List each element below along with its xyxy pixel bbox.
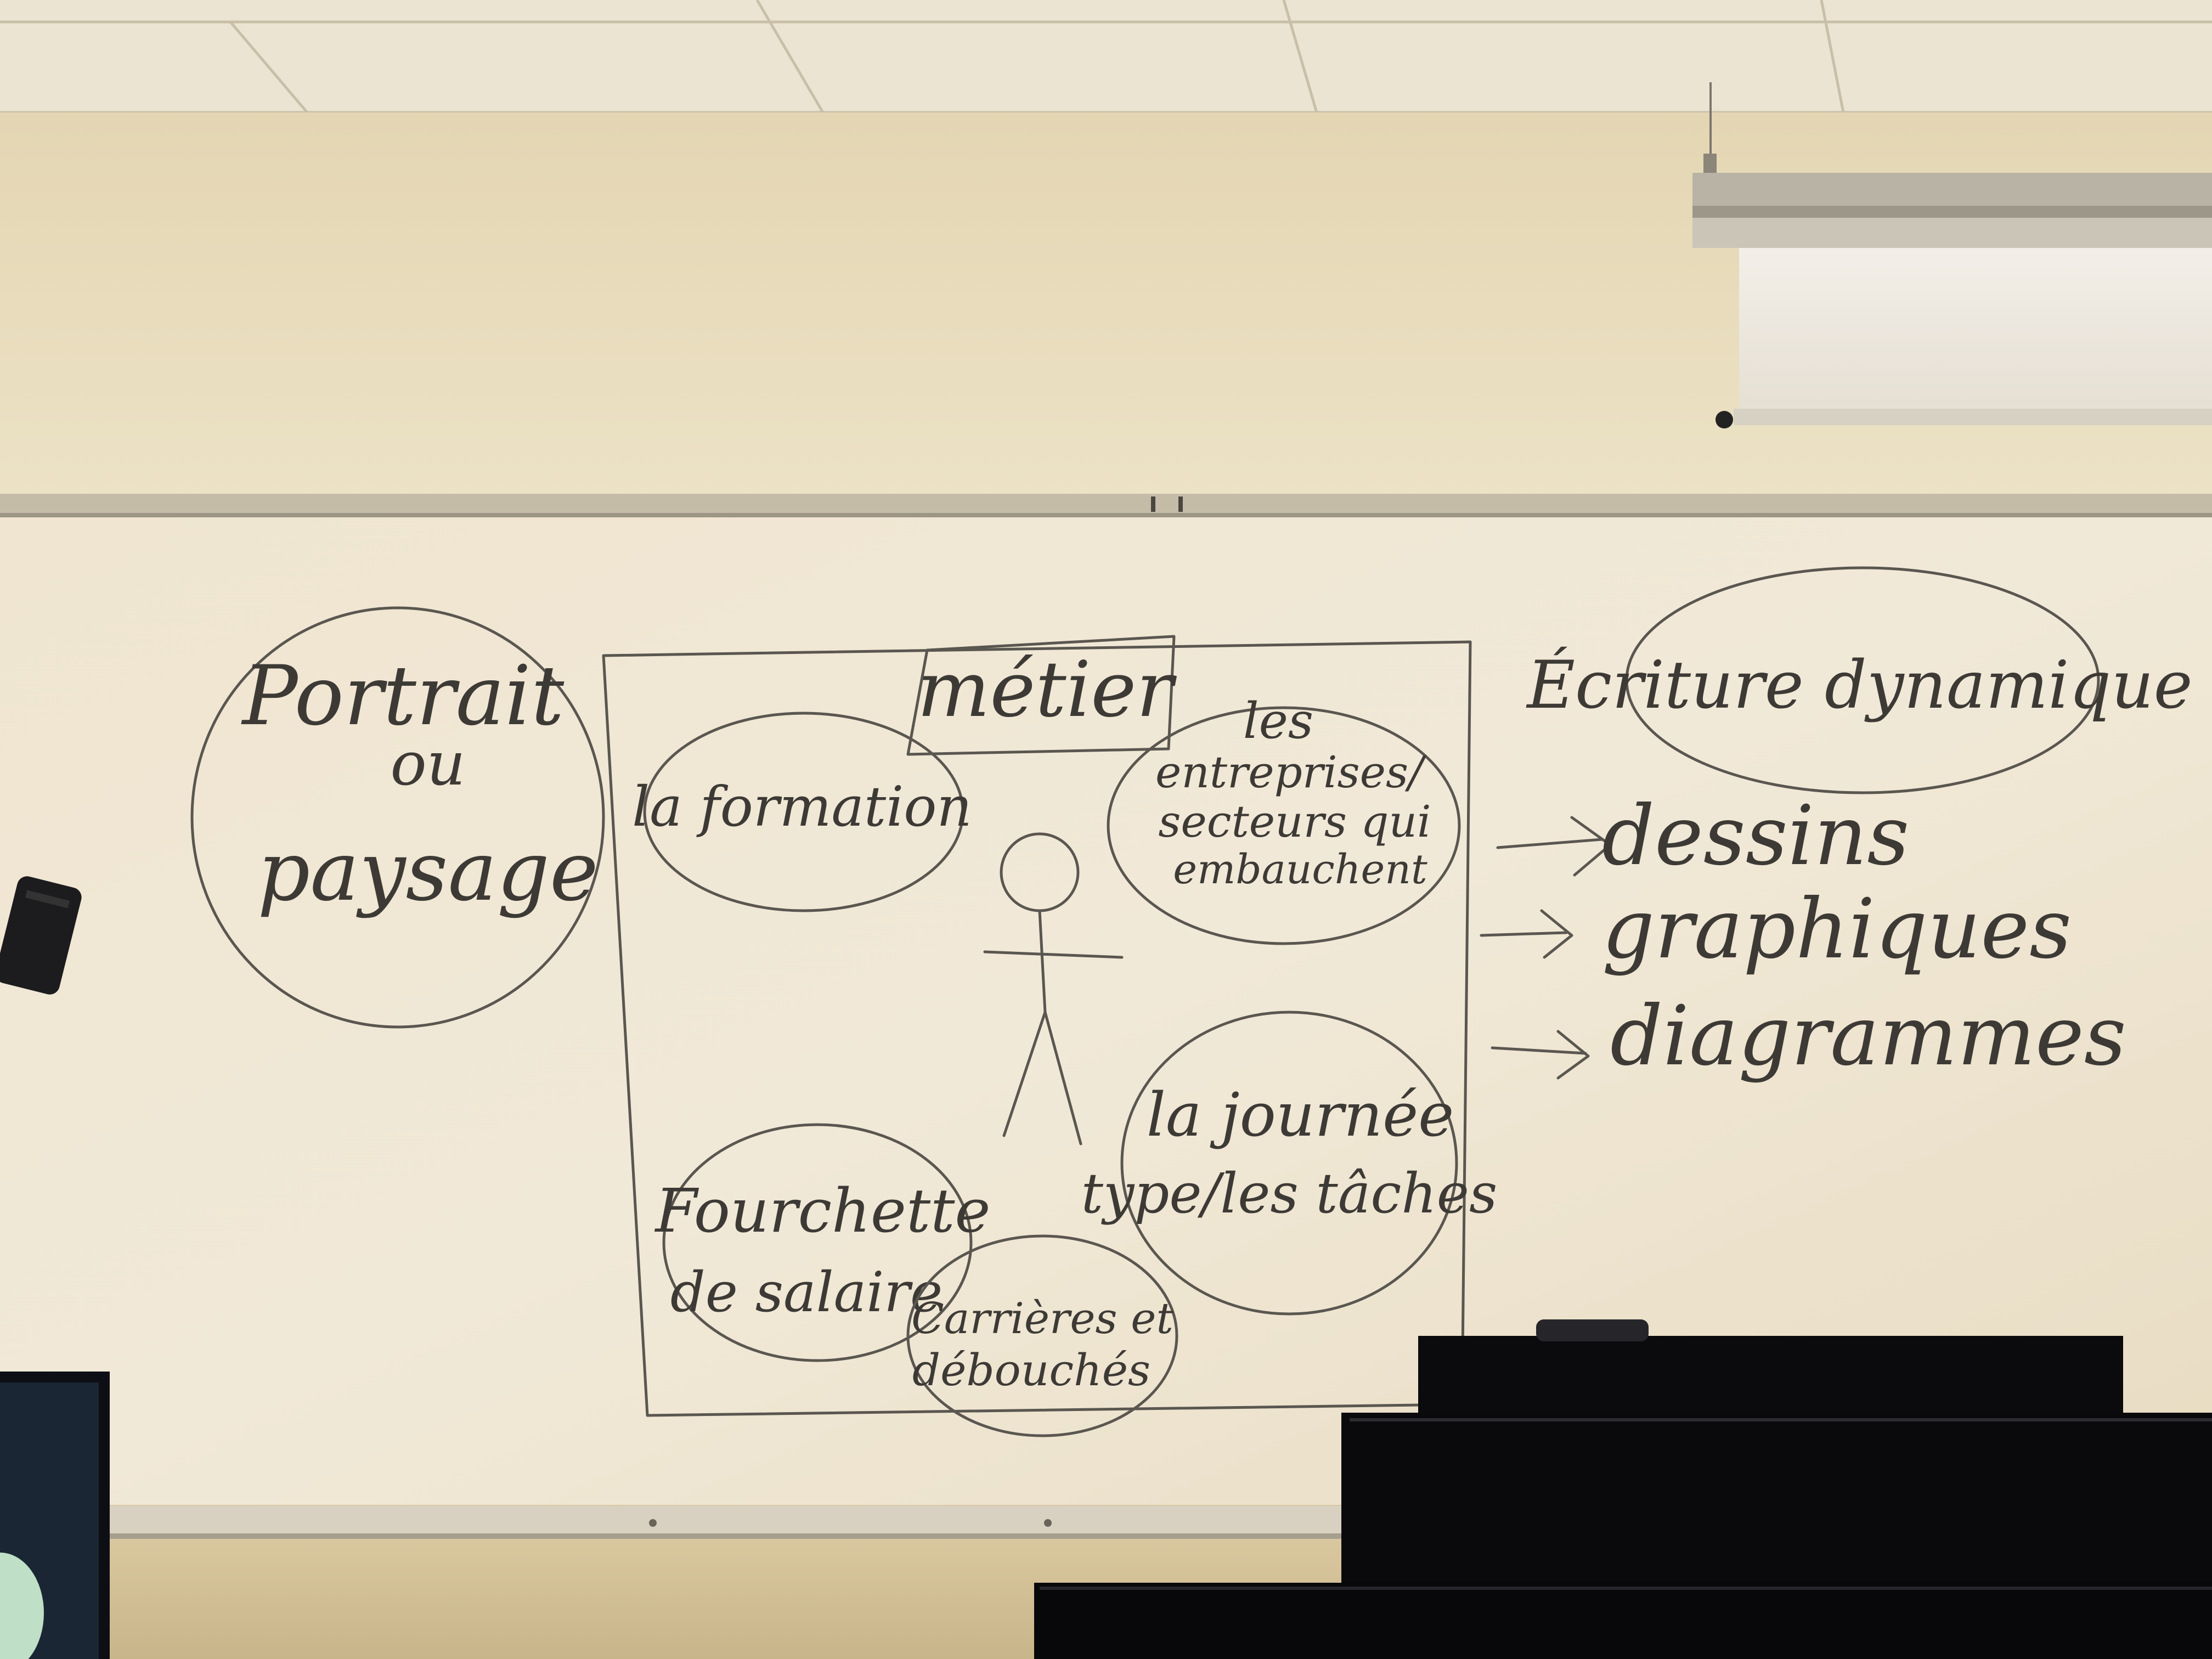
left-bubble-line2: ou xyxy=(390,729,465,799)
projector-screen xyxy=(1692,82,2212,428)
journee-line2: type/les tâches xyxy=(1081,1161,1498,1226)
ceiling xyxy=(0,0,2212,112)
carrieres-line1: Carrières et xyxy=(911,1294,1173,1344)
arrow-dessins xyxy=(1496,816,1612,877)
entreprises-line1: les xyxy=(1243,692,1313,750)
journee-bubble-outline xyxy=(1120,1011,1458,1316)
eraser xyxy=(0,876,82,995)
left-bubble-line1: Portrait xyxy=(241,648,565,744)
stick-figure xyxy=(983,832,1124,1146)
salaire-line1: Fourchette xyxy=(654,1176,990,1246)
arrow-diagrammes xyxy=(1491,1030,1590,1080)
right-monitors xyxy=(1034,1319,2212,1659)
carrieres-line2: débouchés xyxy=(912,1345,1150,1396)
entreprises-line2: entreprises/ xyxy=(1155,747,1427,798)
handwriting: Portrait ou paysage métier la formation … xyxy=(190,566,2193,1437)
left-bubble-outline xyxy=(190,606,605,1029)
entreprises-line3: secteurs qui xyxy=(1158,796,1431,847)
list-item-diagrammes: diagrammes xyxy=(1610,989,2126,1084)
entreprises-bubble-outline xyxy=(1107,706,1461,945)
salaire-line2: de salaire xyxy=(670,1260,943,1324)
salaire-bubble-outline xyxy=(662,1123,973,1362)
left-monitor xyxy=(0,1372,110,1659)
metier-label: métier xyxy=(917,645,1177,735)
carrieres-bubble-outline xyxy=(906,1234,1178,1437)
ecriture-bubble-outline xyxy=(1625,566,2100,794)
formation-label: la formation xyxy=(632,775,972,839)
rail-clips xyxy=(1151,496,1183,512)
list-item-graphiques: graphiques xyxy=(1602,882,2072,977)
arrow-graphiques xyxy=(1480,909,1573,959)
formation-bubble-outline xyxy=(643,712,964,912)
list-item-dessins: dessins xyxy=(1602,788,1909,884)
left-bubble-line3: paysage xyxy=(257,824,598,919)
metier-box-outline xyxy=(906,635,1176,756)
ecriture-heading: Écriture dynamique xyxy=(1526,646,2192,724)
journee-line1: la journée xyxy=(1147,1080,1454,1150)
entreprises-line4: embauchent xyxy=(1173,846,1427,893)
board-top-rail xyxy=(0,494,2212,516)
